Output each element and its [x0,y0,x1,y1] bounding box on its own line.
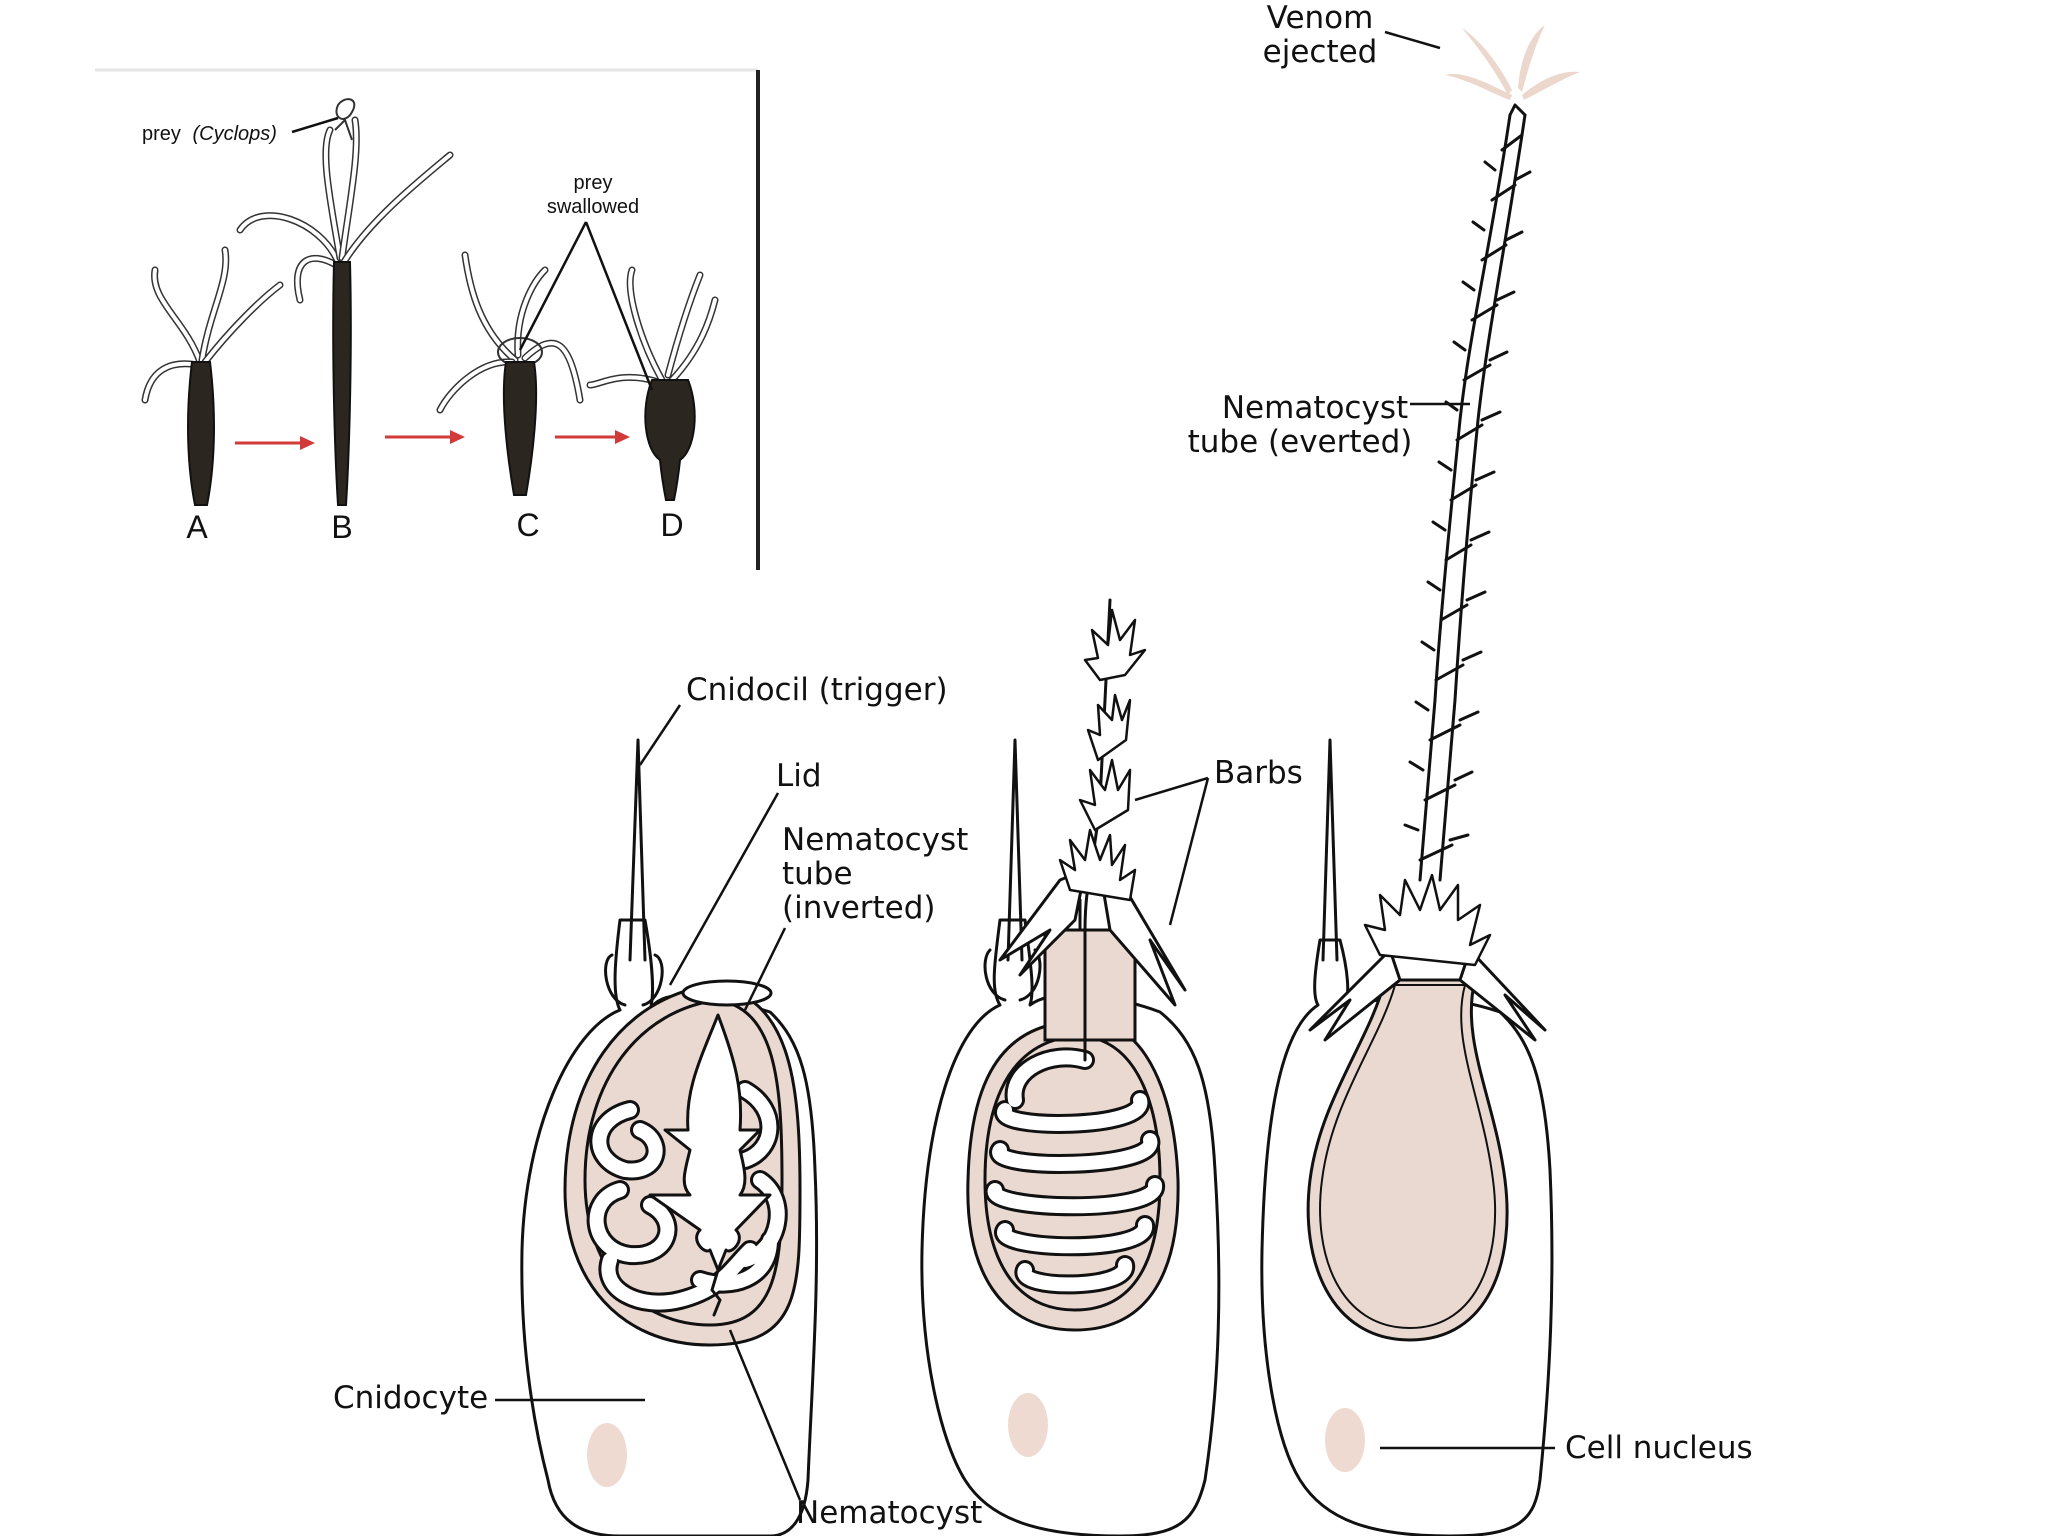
lid-leader [668,792,780,986]
lid-label-group: Lid [668,758,822,986]
cnidocil-2 [1006,738,1024,962]
barbed-tip-2 [998,608,1187,1007]
tube-inverted-label-group: Nematocyst tube (inverted) [743,822,968,1011]
prey-species-label: (Cyclops) [192,123,276,145]
spring-coil [984,1047,1165,1295]
swallowed-leader-c [518,221,588,351]
open-barbs-3 [1308,873,1547,1042]
barbs-leader-upper [1134,776,1209,802]
venom-ejected-label-line1: Venom [1267,0,1374,36]
stage-label-b: B [331,509,352,545]
cnidocyte-undischarged [520,738,819,1536]
cell-nucleus-label: Cell nucleus [1565,1430,1753,1466]
cell-nucleus-label-group: Cell nucleus [1380,1430,1753,1466]
stage-label-a: A [186,509,208,545]
prey-leader [291,116,339,134]
cnidocil-1 [628,738,647,962]
hydra-stage-d [586,266,719,501]
venom-ejected-label-line2: ejected [1263,34,1378,70]
cnidocil-leader [638,704,682,766]
inverted-barbed-shaft [648,1013,772,1272]
cnidocyte-discharging [920,598,1221,1536]
cell-nucleus-1 [587,1423,627,1487]
cell-nucleus-3 [1325,1408,1365,1472]
barbs-label: Barbs [1214,755,1303,791]
progression-arrow-2 [385,430,465,444]
venom-spray [1445,25,1580,100]
cnidocil-label: Cnidocil (trigger) [686,672,948,708]
hydra-feeding-inset: prey (Cyclops) prey swallowed A B C D [95,68,760,570]
tube-everted-label-group: Nematocyst tube (everted) [1188,390,1470,460]
prey-cyclops-icon [334,98,356,141]
barbs-label-group: Barbs [1134,755,1303,926]
prey-label: prey (Cyclops) [142,123,277,145]
tube-everted-label-line1: Nematocyst [1222,390,1408,426]
venom-ejected-label-group: Venom ejected [1263,0,1441,70]
nematocyst-label-group: Nematocyst [728,1329,982,1531]
cnidocyte-label-group: Cnidocyte [333,1380,645,1416]
hydra-stage-c [436,251,584,496]
tube-inverted-leader [743,927,787,1011]
cell-nucleus-2 [1008,1393,1048,1457]
cnidocyte-label: Cnidocyte [333,1380,488,1416]
cnidocil-label-group: Cnidocil (trigger) [638,672,948,766]
tube-inverted-label-line2: tube [782,856,853,892]
stage-label-d: D [660,507,683,543]
tube-inverted-label-line1: Nematocyst [782,822,968,858]
hydra-stage-b [236,98,454,506]
cnidocyte-discharged [1260,25,1580,1536]
progression-arrow-3 [555,430,630,444]
stage-label-c: C [516,507,539,543]
progression-arrow-1 [235,436,315,450]
capsule-neck-2 [1043,928,1137,1042]
nematocyst-leader [728,1329,802,1501]
swallowed-label-line1: prey [574,172,613,194]
nematocyst-label: Nematocyst [796,1495,982,1531]
swallowed-label-line2: swallowed [547,196,639,218]
barbs-leader-lower [1168,777,1210,926]
tube-everted-label-line2: tube (everted) [1188,424,1413,460]
cnidocil-3 [1321,738,1339,962]
tube-inverted-label-line3: (inverted) [782,890,936,926]
venom-leader [1384,30,1441,50]
lid-label: Lid [776,758,822,794]
everted-tube-3 [1403,103,1532,882]
hydra-stage-a [141,246,284,506]
coiled-tube-inverted [586,1080,788,1313]
swallowed-leader-d [584,221,654,391]
